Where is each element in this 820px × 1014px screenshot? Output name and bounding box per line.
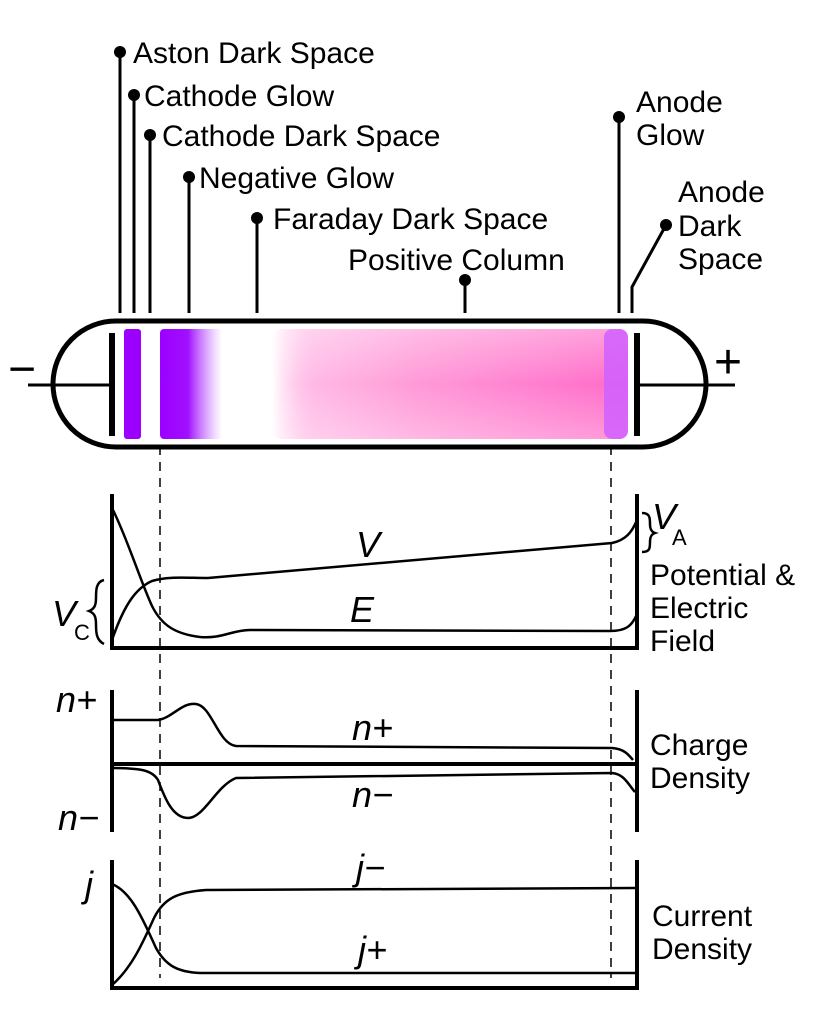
cathode-fall-vc-subscript: C xyxy=(74,620,90,645)
ion-current-curve-j-plus xyxy=(111,882,637,975)
anode-dark-space-leader xyxy=(630,224,668,313)
anode-glow-label-line1: Anode xyxy=(636,86,723,119)
j-plus-curve-label: j+ xyxy=(353,929,387,970)
current-panel-title-line2: Density xyxy=(652,933,752,966)
negative-glow-dot xyxy=(183,171,195,183)
faraday-dark-space-label: Faraday Dark Space xyxy=(273,203,548,236)
cathode-glow-dot xyxy=(128,89,140,101)
cathode-minus-sign: − xyxy=(8,343,36,396)
j-minus-curve-label: j− xyxy=(351,847,385,888)
anode-plus-sign: + xyxy=(714,336,742,389)
anode-dark-space-dot xyxy=(660,219,672,231)
electric-field-e-label: E xyxy=(350,589,375,630)
potential-panel-title-line3: Field xyxy=(650,625,715,658)
potential-curve-v xyxy=(110,519,639,641)
positive-column-label: Positive Column xyxy=(348,244,565,277)
current-density-panel: j j− j+ Current Density xyxy=(80,847,753,990)
potential-panel-title-line1: Potential & xyxy=(650,559,795,592)
cathode-fall-vc-label: V xyxy=(52,593,79,634)
cathode-glow-label: Cathode Glow xyxy=(144,80,334,113)
electron-density-curve xyxy=(111,766,636,820)
anode-glow-label-line2: Glow xyxy=(636,119,705,152)
cathode-fall-brace xyxy=(85,578,105,646)
potential-panel-frame xyxy=(110,494,639,650)
positive-column-shading xyxy=(272,329,628,439)
charge-density-panel: n+ n− n+ n− Charge Density xyxy=(56,679,750,838)
electric-field-curve-e xyxy=(110,507,639,639)
anode-fall-brace xyxy=(641,511,659,554)
anode-dark-space-label-line2: Dark xyxy=(678,210,742,243)
charge-axis-n-plus-label: n+ xyxy=(56,679,97,720)
charge-panel-title-line2: Density xyxy=(650,762,750,795)
anode-glow-dot xyxy=(613,111,625,123)
positive-column-dot xyxy=(459,274,471,286)
aston-dark-space-label: Aston Dark Space xyxy=(133,37,375,70)
anode-dark-space-label-line3: Space xyxy=(678,243,763,276)
anode-fall-va-subscript: A xyxy=(672,525,687,550)
negative-glow-band xyxy=(160,329,222,439)
cathode-dark-space-dot xyxy=(144,129,156,141)
current-axis-j-label: j xyxy=(80,864,94,905)
cathode-dark-space-label: Cathode Dark Space xyxy=(162,120,441,153)
positive-ion-density-curve xyxy=(112,702,634,761)
anode-glow-band xyxy=(604,329,628,439)
discharge-tube: − + xyxy=(8,318,742,450)
current-panel-title-line1: Current xyxy=(652,900,753,933)
n-plus-curve-label: n+ xyxy=(352,707,393,748)
charge-panel-title-line1: Charge xyxy=(650,729,748,762)
negative-glow-label: Negative Glow xyxy=(199,162,394,195)
anode-dark-space-label-line1: Anode xyxy=(678,176,765,209)
current-panel-frame xyxy=(110,860,639,990)
potential-panel-title-line2: Electric xyxy=(650,592,748,625)
region-labels: Aston Dark Space Cathode Glow Cathode Da… xyxy=(114,37,765,313)
potential-field-panel: V E V C V A Potential & Electric Field xyxy=(52,494,795,658)
charge-axis-n-minus-label: n− xyxy=(58,797,99,838)
electron-current-curve-j-minus xyxy=(111,886,638,986)
anode-fall-va-label: V xyxy=(652,496,679,537)
aston-dark-space-dot xyxy=(114,46,126,58)
n-minus-curve-label: n− xyxy=(352,774,393,815)
potential-v-label: V xyxy=(356,524,383,565)
cathode-glow-band xyxy=(124,329,141,439)
faraday-dark-space-dot xyxy=(251,212,263,224)
